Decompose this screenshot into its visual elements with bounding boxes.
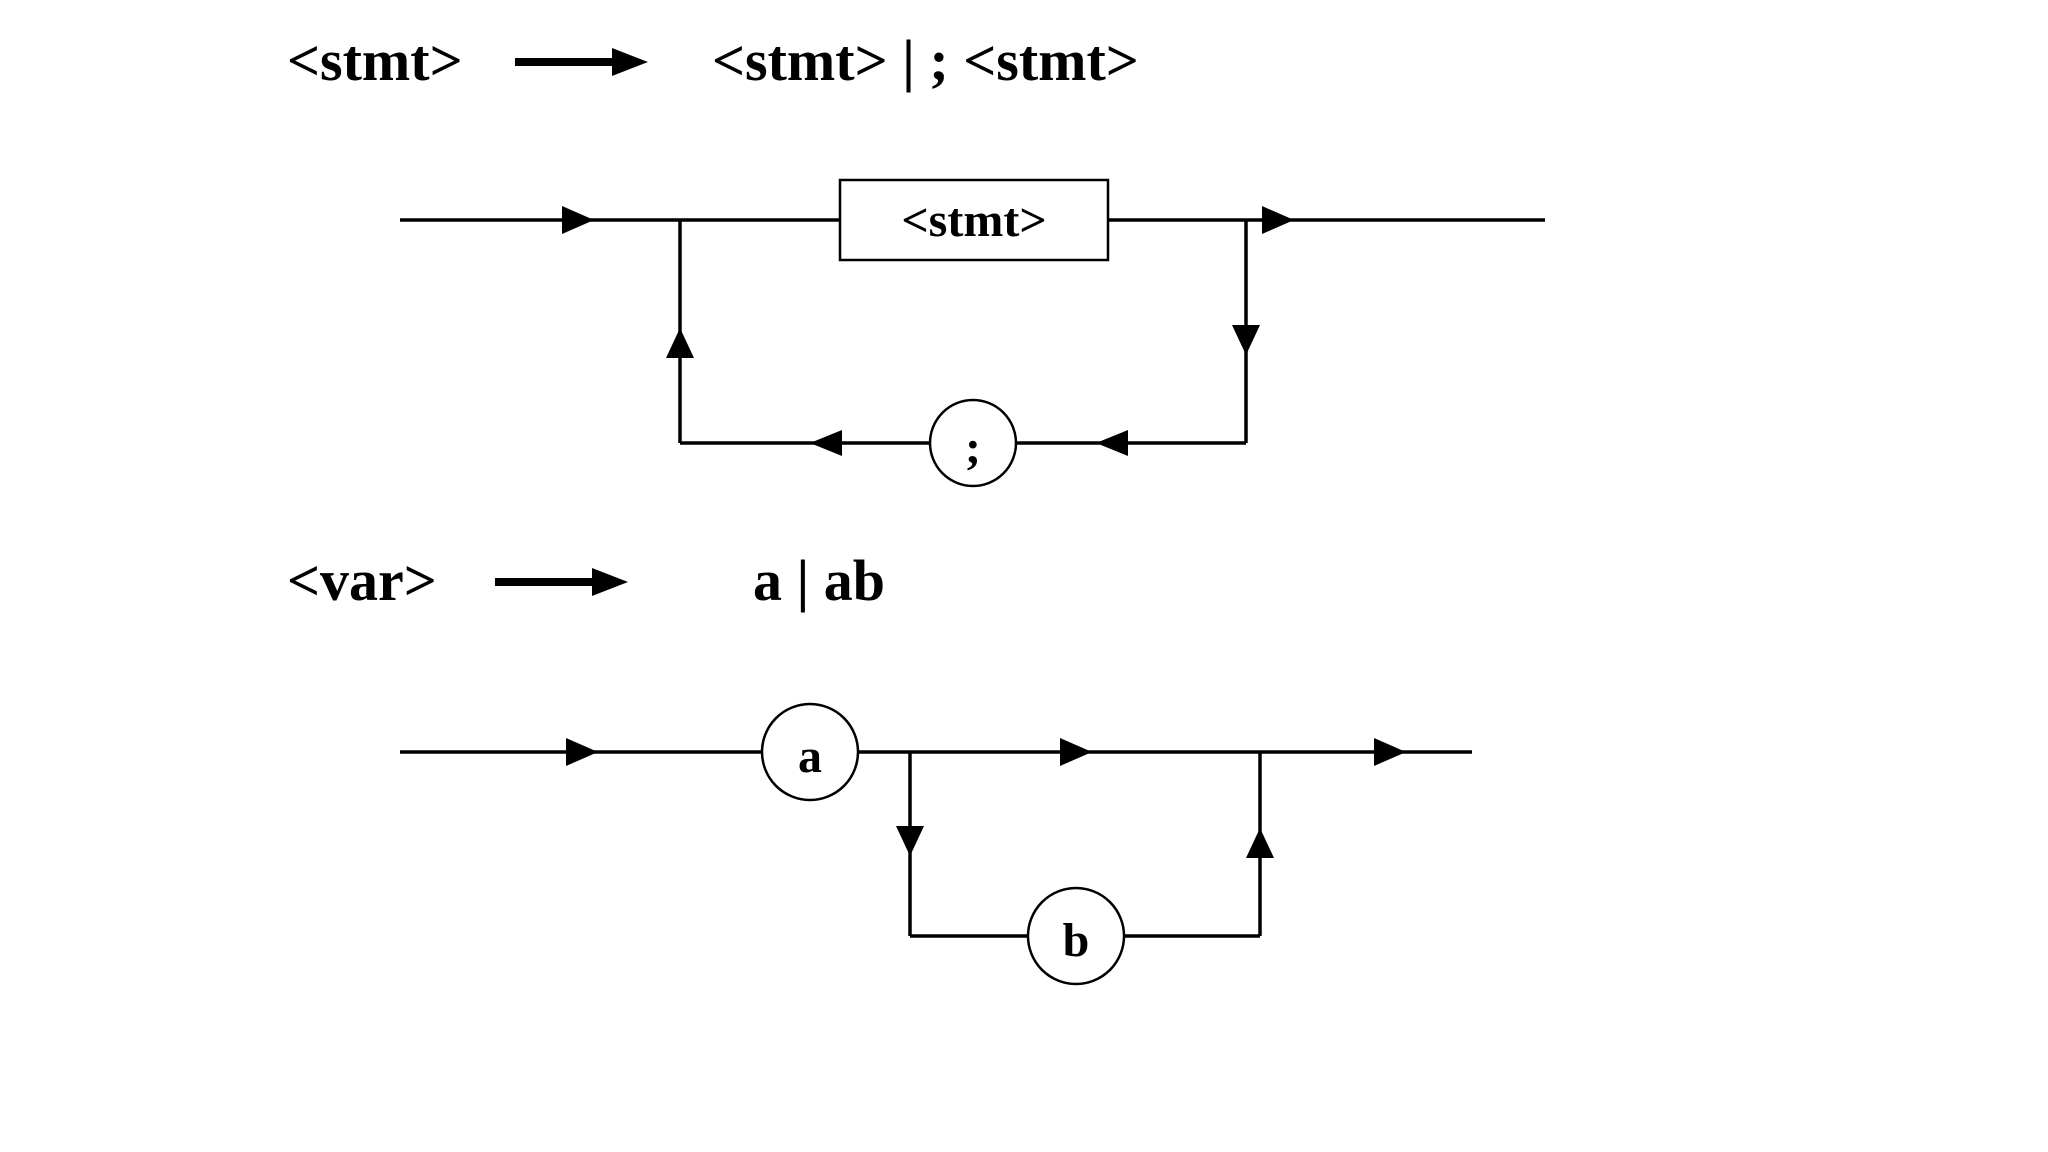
stmt-loop-bottom-right-arrowhead	[1096, 430, 1128, 456]
stmt-exit-arrowhead	[1262, 206, 1294, 234]
semicolon-terminal-label: ;	[965, 421, 981, 474]
stmt-nonterminal-box	[838, 178, 1110, 262]
var-middle-arrowhead	[1060, 738, 1092, 766]
var-exit-arrowhead	[1374, 738, 1406, 766]
stmt-box-label: <stmt>	[901, 194, 1046, 247]
var-rule-lhs: <var>	[287, 548, 437, 613]
var-production-arrowhead	[592, 568, 628, 596]
var-production: <var> a | ab	[287, 548, 885, 613]
stmt-rule-lhs: <stmt>	[287, 28, 463, 93]
stmt-production-arrowhead	[612, 48, 648, 76]
stmt-loop-bottom-left-arrowhead	[810, 430, 842, 456]
stmt-entry-arrowhead	[562, 206, 594, 234]
stmt-syntax-diagram: <stmt> ;	[400, 178, 1545, 488]
var-entry-arrowhead	[566, 738, 598, 766]
b-branch-up-arrowhead	[1246, 828, 1274, 858]
stmt-loop-up-arrowhead	[666, 328, 694, 358]
stmt-loop-down-arrowhead	[1232, 325, 1260, 355]
stmt-production: <stmt> <stmt> | ; <stmt>	[287, 28, 1139, 93]
b-branch-down-arrowhead	[896, 826, 924, 856]
a-terminal-label: a	[798, 730, 822, 783]
b-terminal-label: b	[1063, 914, 1090, 967]
stmt-rule-rhs: <stmt> | ; <stmt>	[712, 28, 1139, 93]
var-rule-rhs: a | ab	[753, 548, 885, 613]
var-syntax-diagram: a b	[400, 702, 1472, 986]
